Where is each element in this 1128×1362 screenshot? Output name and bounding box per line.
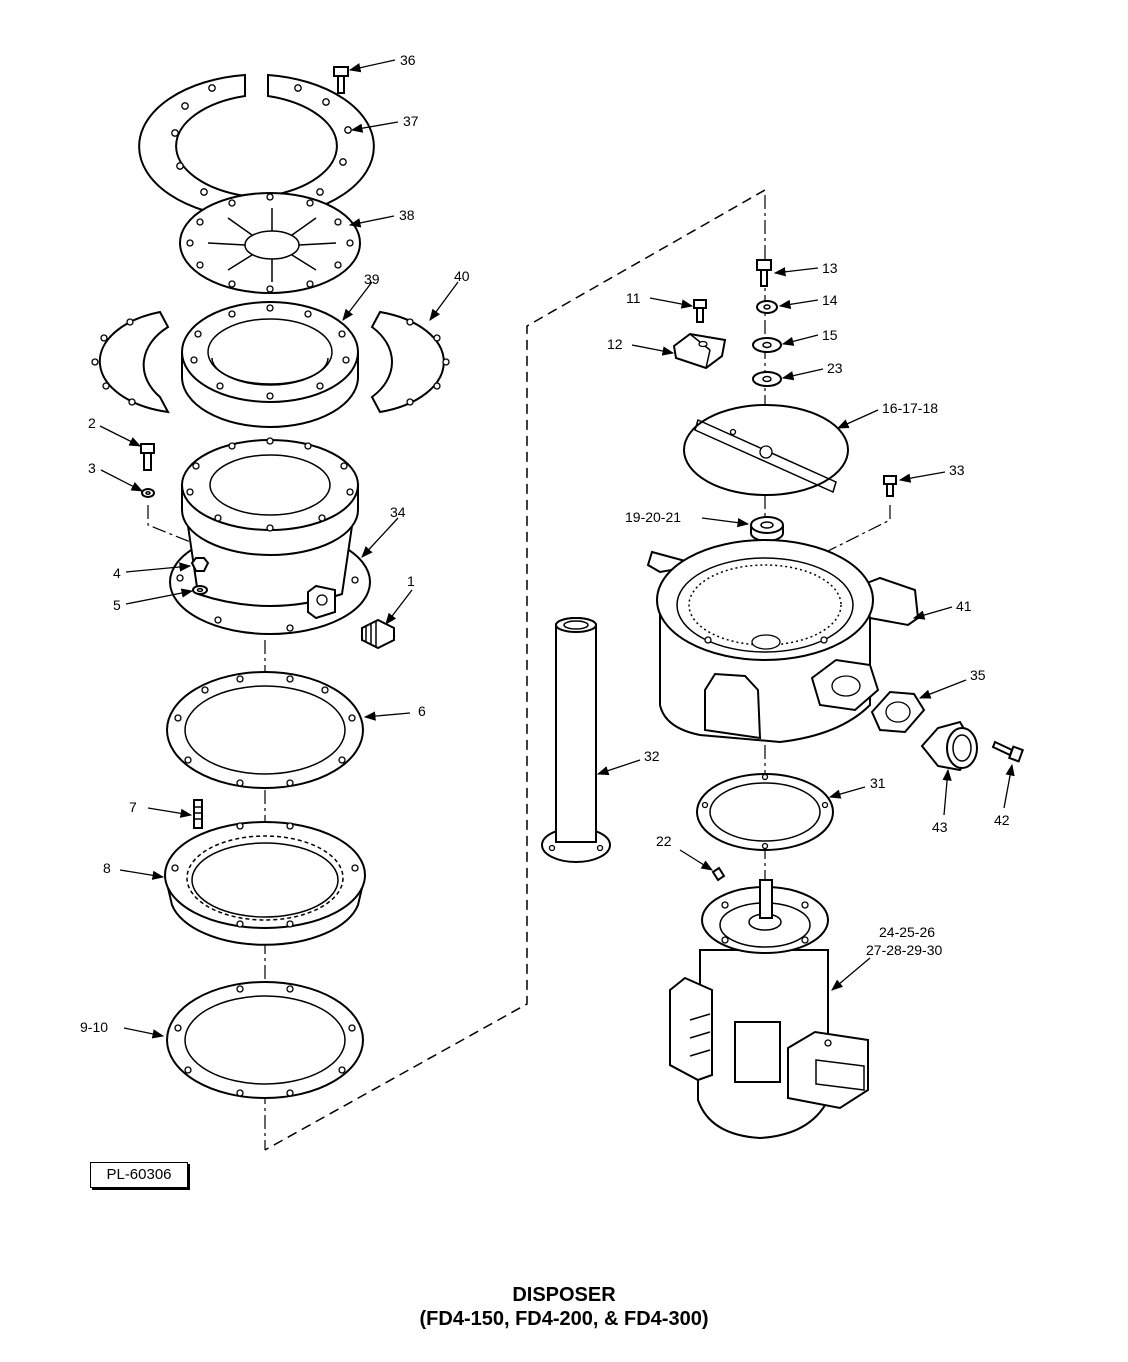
rotor-plate-16-17-18 xyxy=(683,404,849,496)
callout-40: 40 xyxy=(454,268,470,284)
callout-14: 14 xyxy=(822,292,838,308)
callout-9-10: 9-10 xyxy=(80,1019,108,1035)
gasket-35 xyxy=(870,690,926,734)
outlet-elbow-43 xyxy=(920,720,978,772)
ring-segment-40-left xyxy=(91,310,170,414)
washer-23 xyxy=(752,371,782,387)
bolt-13 xyxy=(756,259,772,287)
washer-14 xyxy=(756,300,778,314)
callout-7: 7 xyxy=(129,799,137,815)
callout-11: 11 xyxy=(626,290,641,306)
bolt-36 xyxy=(333,66,349,94)
callout-24-25-26: 24-25-26 xyxy=(879,924,935,940)
assembly-boundary-line xyxy=(264,189,766,1151)
callout-27-28-29-30: 27-28-29-30 xyxy=(866,942,942,958)
callout-23: 23 xyxy=(827,360,843,376)
callout-16-17-18: 16-17-18 xyxy=(882,400,938,416)
hopper-34 xyxy=(169,437,371,635)
callout-6: 6 xyxy=(418,703,426,719)
callout-2: 2 xyxy=(88,415,96,431)
callout-3: 3 xyxy=(88,460,96,476)
washer-5 xyxy=(192,585,208,595)
callout-19-20-21: 19-20-21 xyxy=(625,509,681,525)
washer-15 xyxy=(752,337,782,353)
gasket-9-10 xyxy=(166,981,364,1099)
callout-38: 38 xyxy=(399,207,415,223)
nut-4 xyxy=(190,557,210,572)
figure-title: DISPOSER xyxy=(512,1284,616,1306)
callout-13: 13 xyxy=(822,260,838,276)
callout-41: 41 xyxy=(956,598,972,614)
callout-22: 22 xyxy=(656,833,672,849)
callout-34: 34 xyxy=(390,504,406,520)
tube-32 xyxy=(541,617,611,863)
callout-39: 39 xyxy=(364,271,380,287)
block-12 xyxy=(672,332,727,370)
callout-labels: 36 37 38 39 40 2 3 34 4 5 1 6 7 8 9-10 1… xyxy=(80,52,1010,1035)
seal-19-20-21 xyxy=(750,516,784,542)
shredder-ring-8 xyxy=(164,821,366,946)
leader-lines xyxy=(99,59,1015,1039)
housing-41 xyxy=(646,539,920,744)
callout-43: 43 xyxy=(932,819,948,835)
callout-32: 32 xyxy=(644,748,660,764)
bolt-2 xyxy=(140,443,155,471)
screw-33 xyxy=(883,475,897,497)
diaphragm-38 xyxy=(179,192,361,294)
callout-31: 31 xyxy=(870,775,886,791)
callout-15: 15 xyxy=(822,327,838,343)
ring-segment-40-right xyxy=(370,310,450,414)
callout-12: 12 xyxy=(607,336,623,352)
motor-24-30 xyxy=(669,879,869,1140)
callout-1: 1 xyxy=(407,573,415,589)
callout-35: 35 xyxy=(970,667,986,683)
screw-11 xyxy=(693,299,707,323)
callout-36: 36 xyxy=(400,52,416,68)
gasket-31 xyxy=(696,773,834,851)
gasket-6 xyxy=(166,671,364,789)
key-22 xyxy=(711,866,726,882)
stud-7 xyxy=(193,799,203,829)
callout-33: 33 xyxy=(949,462,965,478)
pipe-plug-1 xyxy=(361,618,395,650)
washer-3 xyxy=(141,488,155,498)
callout-42: 42 xyxy=(994,812,1010,828)
plate-id-box: PL-60306 xyxy=(90,1162,188,1188)
callout-37: 37 xyxy=(403,113,419,129)
callout-4: 4 xyxy=(113,565,121,581)
figure-subtitle: (FD4-150, FD4-200, & FD4-300) xyxy=(419,1308,709,1330)
callout-8: 8 xyxy=(103,860,111,876)
flange-ring-39 xyxy=(181,301,359,428)
callout-5: 5 xyxy=(113,597,121,613)
screw-42 xyxy=(991,740,1025,763)
